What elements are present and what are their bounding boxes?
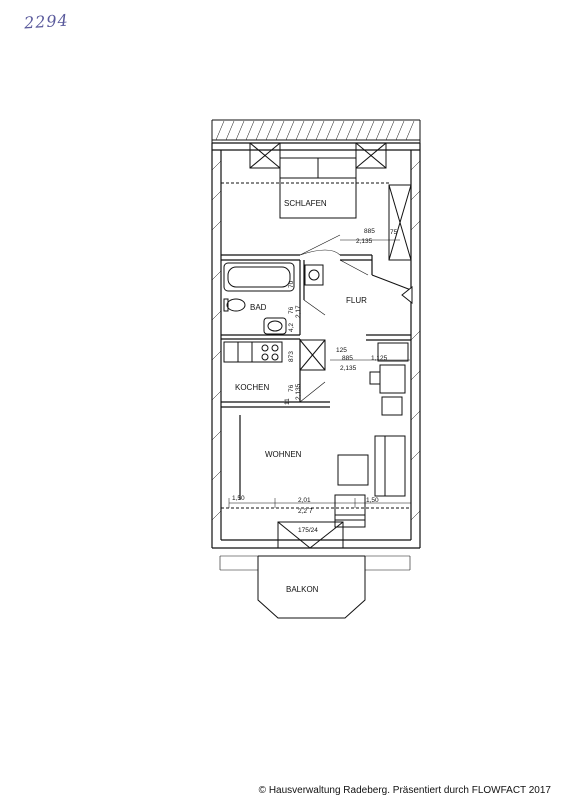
room-label-balkon: BALKON [286, 585, 319, 594]
wall-hatching [211, 160, 421, 521]
kitchen-counter [223, 341, 283, 363]
flur-wardrobe [377, 342, 409, 362]
dim-bad-42: 4,2 [288, 323, 295, 332]
sofa [374, 435, 406, 497]
dim-kochen-76: 76 [288, 384, 295, 392]
dim-flur-2135: 2,135 [340, 365, 357, 372]
dim-wohnen-201: 2,01 [298, 497, 311, 504]
roof-edge [211, 119, 421, 143]
dining-table [369, 364, 406, 416]
entrance-arrow [371, 274, 413, 305]
dim-bad-76: 76 [288, 306, 295, 314]
dim-schlafen-75: 75 [390, 229, 398, 236]
dim-kochen-2135: 2,135 [295, 383, 302, 400]
washbasin [304, 264, 324, 286]
room-label-wohnen: WOHNEN [265, 450, 302, 459]
bathtub [223, 262, 295, 292]
dimension-lines [228, 239, 411, 508]
shaft [299, 339, 326, 371]
dim-wohnen-150-left: 1,50 [232, 495, 245, 502]
balcony-door [277, 521, 344, 549]
coffee-table [337, 454, 369, 486]
exterior-walls [211, 142, 421, 549]
dim-flur-125: 125 [336, 347, 347, 354]
bed [279, 157, 357, 219]
room-label-kochen: KOCHEN [235, 383, 269, 392]
dim-wohnen-150-right: 1,50 [366, 497, 379, 504]
interior-walls [221, 254, 411, 500]
room-label-bad: BAD [250, 303, 267, 312]
dim-bad-70: 70 [288, 280, 295, 288]
dim-kochen-11: 11 [284, 398, 291, 405]
roof-window-left [249, 142, 281, 169]
wardrobe [388, 184, 412, 261]
toilet [223, 298, 246, 312]
dim-flur-885: 885 [342, 355, 353, 362]
dim-kochen-873: 873 [288, 351, 295, 362]
dim-balkon-door: 175/24 [298, 527, 318, 534]
armchair [334, 494, 366, 528]
dim-bad-217: 2,17 [295, 305, 302, 318]
balcony [257, 555, 366, 619]
dim-schlafen-door-h: 2,135 [356, 238, 373, 245]
bath-sink [263, 317, 287, 335]
door-swings [299, 234, 369, 403]
dim-schlafen-door-w: 885 [364, 228, 375, 235]
room-label-schlafen: SCHLAFEN [284, 199, 327, 208]
footer-copyright: © Hausverwaltung Radeberg. Präsentiert d… [258, 785, 551, 796]
dim-flur-1125: 1,125 [371, 355, 388, 362]
dim-wohnen-227: 2,2 7 [298, 508, 313, 515]
balcony-railing [219, 555, 411, 571]
roof-window-right [355, 142, 387, 169]
room-label-flur: FLUR [346, 296, 367, 305]
